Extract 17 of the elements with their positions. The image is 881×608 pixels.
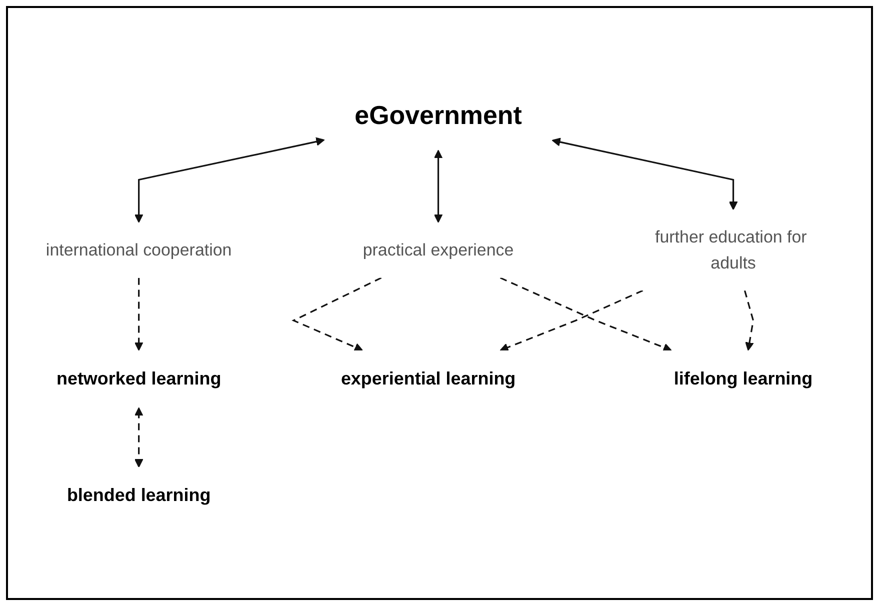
- node-text: experiential learning: [340, 368, 516, 389]
- arrow: [434, 150, 443, 224]
- node-text: networked learning: [56, 368, 222, 389]
- arrow: [134, 278, 144, 352]
- node-text: lifelong learning: [674, 368, 813, 389]
- arrow: [134, 138, 325, 224]
- arrow: [552, 138, 738, 211]
- node-text: eGovernment: [354, 100, 522, 130]
- node-text: blended learning: [66, 486, 211, 506]
- node-text: international cooperation: [46, 240, 232, 260]
- arrow: [500, 278, 672, 352]
- node-text: practical experience: [362, 240, 514, 260]
- arrow: [500, 290, 644, 352]
- arrow: [744, 290, 754, 352]
- arrow: [292, 278, 382, 352]
- arrow: [134, 408, 144, 468]
- node-text: further education for adults: [654, 228, 807, 273]
